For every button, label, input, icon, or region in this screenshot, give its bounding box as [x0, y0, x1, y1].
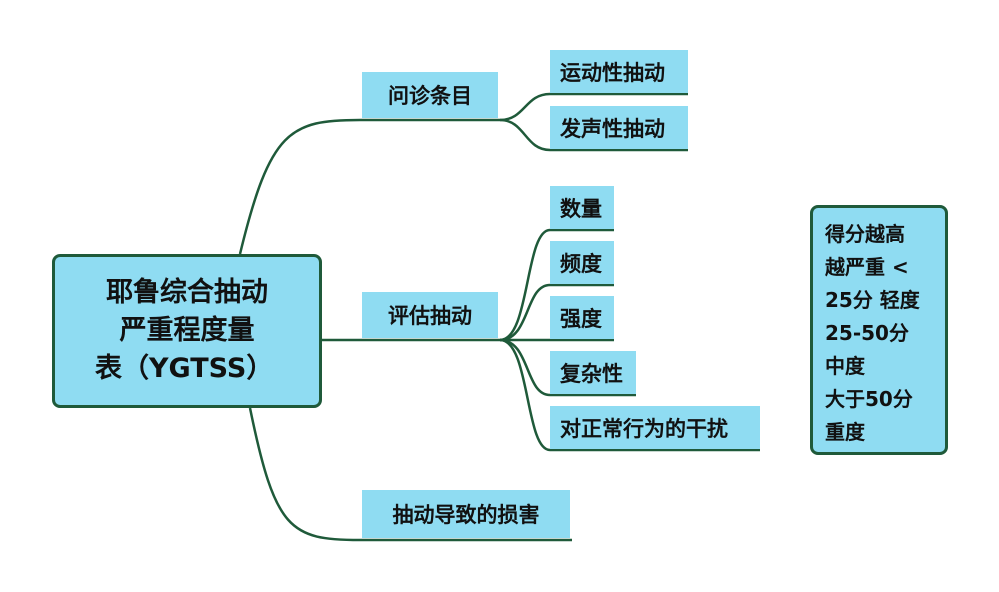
- leaf-shuliang-label: 数量: [560, 196, 602, 221]
- branch-sunhai-label: 抽动导致的损害: [392, 503, 540, 527]
- leaf-fuza-label: 复杂性: [560, 361, 623, 386]
- note-line-1: 得分越高: [825, 222, 905, 246]
- leaf-yundong[interactable]: 运动性抽动: [550, 50, 688, 93]
- connector-pinggu-to-shuliang: [499, 228, 614, 342]
- branch-sunhai[interactable]: 抽动导致的损害: [362, 490, 570, 538]
- root-line-1: 耶鲁综合抽动: [106, 277, 268, 308]
- leaf-ganrao[interactable]: 对正常行为的干扰: [550, 406, 760, 449]
- root-line-3: 表（YGTSS）: [95, 353, 274, 384]
- note-line-5: 中度: [825, 354, 865, 378]
- connector-pinggu-to-pindu: [499, 283, 614, 342]
- leaf-qiangdu[interactable]: 强度: [550, 296, 614, 339]
- leaf-yundong-label: 运动性抽动: [560, 60, 665, 85]
- branch-pinggu-label: 评估抽动: [388, 304, 472, 328]
- leaf-ganrao-label: 对正常行为的干扰: [560, 416, 728, 441]
- leaf-fasheng[interactable]: 发声性抽动: [550, 106, 688, 149]
- note-line-2: 越严重 <: [825, 255, 909, 279]
- note-line-7: 重度: [825, 420, 865, 444]
- leaf-fuza[interactable]: 复杂性: [550, 351, 636, 394]
- branch-pinggu[interactable]: 评估抽动: [362, 292, 498, 338]
- leaf-qiangdu-label: 强度: [560, 306, 602, 331]
- connector-wenzhen-to-fasheng: [499, 118, 688, 152]
- branch-wenzhen[interactable]: 问诊条目: [362, 72, 498, 118]
- leaf-pindu[interactable]: 频度: [550, 241, 614, 284]
- leaf-pindu-label: 频度: [560, 251, 602, 276]
- connector-root-to-wenzhen: [238, 118, 361, 255]
- score-note[interactable]: 得分越高 越严重 < 25分 轻度 25-50分 中度 大于50分 重度: [810, 205, 948, 455]
- root-node[interactable]: 耶鲁综合抽动 严重程度量 表（YGTSS）: [52, 254, 322, 408]
- note-line-6: 大于50分: [825, 387, 913, 411]
- connector-wenzhen-to-yundong: [499, 92, 688, 122]
- root-line-2: 严重程度量: [119, 315, 255, 346]
- connector-pinggu-to-fuza: [499, 338, 636, 397]
- leaf-fasheng-label: 发声性抽动: [560, 116, 665, 141]
- note-line-4: 25-50分: [825, 321, 909, 345]
- leaf-shuliang[interactable]: 数量: [550, 186, 614, 229]
- connector-root-to-sunhai: [248, 407, 361, 542]
- note-line-3: 25分 轻度: [825, 288, 920, 312]
- connector-pinggu-to-ganrao: [499, 338, 760, 452]
- branch-wenzhen-label: 问诊条目: [388, 84, 472, 108]
